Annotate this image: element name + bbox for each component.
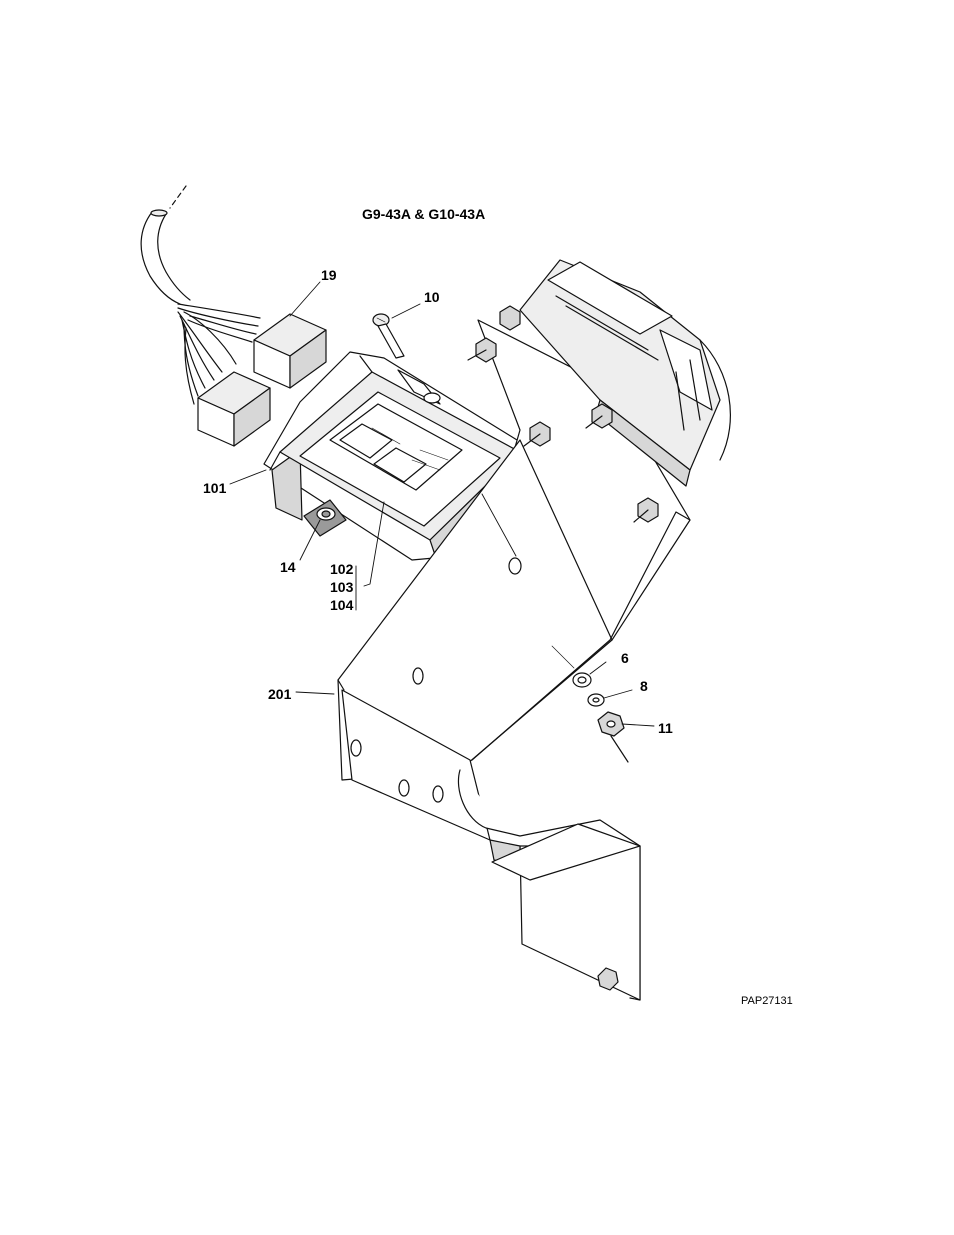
- wire-harness: [177, 303, 261, 405]
- connector-19: [253, 313, 327, 389]
- callout-104: 104: [330, 597, 354, 613]
- stud-nut-5: [499, 305, 521, 331]
- callout-6: 6: [621, 650, 629, 666]
- washer-6: [572, 672, 592, 688]
- motor-unit: [519, 259, 731, 487]
- hardware-axis: [551, 645, 575, 669]
- drawing-number: PAP27131: [741, 995, 793, 1007]
- callout-14: 14: [280, 559, 296, 575]
- stud-nut-4: [633, 497, 659, 523]
- callout-103: 103: [330, 579, 354, 595]
- nut-11: [597, 711, 629, 763]
- callout-101: 101: [203, 480, 227, 496]
- leader-lines: [229, 281, 655, 727]
- connector-lower: [197, 371, 271, 447]
- cable: [140, 185, 191, 305]
- mounting-bracket: [337, 319, 691, 1001]
- stud-nut-2: [523, 421, 551, 447]
- callout-201: 201: [268, 686, 292, 702]
- screw-10: [372, 313, 405, 359]
- callout-10: 10: [424, 289, 440, 305]
- stud-nut-1: [467, 337, 497, 363]
- washer-8: [587, 693, 605, 707]
- callout-11: 11: [658, 720, 673, 736]
- callout-102: 102: [330, 561, 354, 577]
- callout-8: 8: [640, 678, 648, 694]
- callout-19: 19: [321, 267, 337, 283]
- diagram-title: G9-43A & G10-43A: [362, 206, 486, 222]
- stud-nut-3: [585, 403, 613, 429]
